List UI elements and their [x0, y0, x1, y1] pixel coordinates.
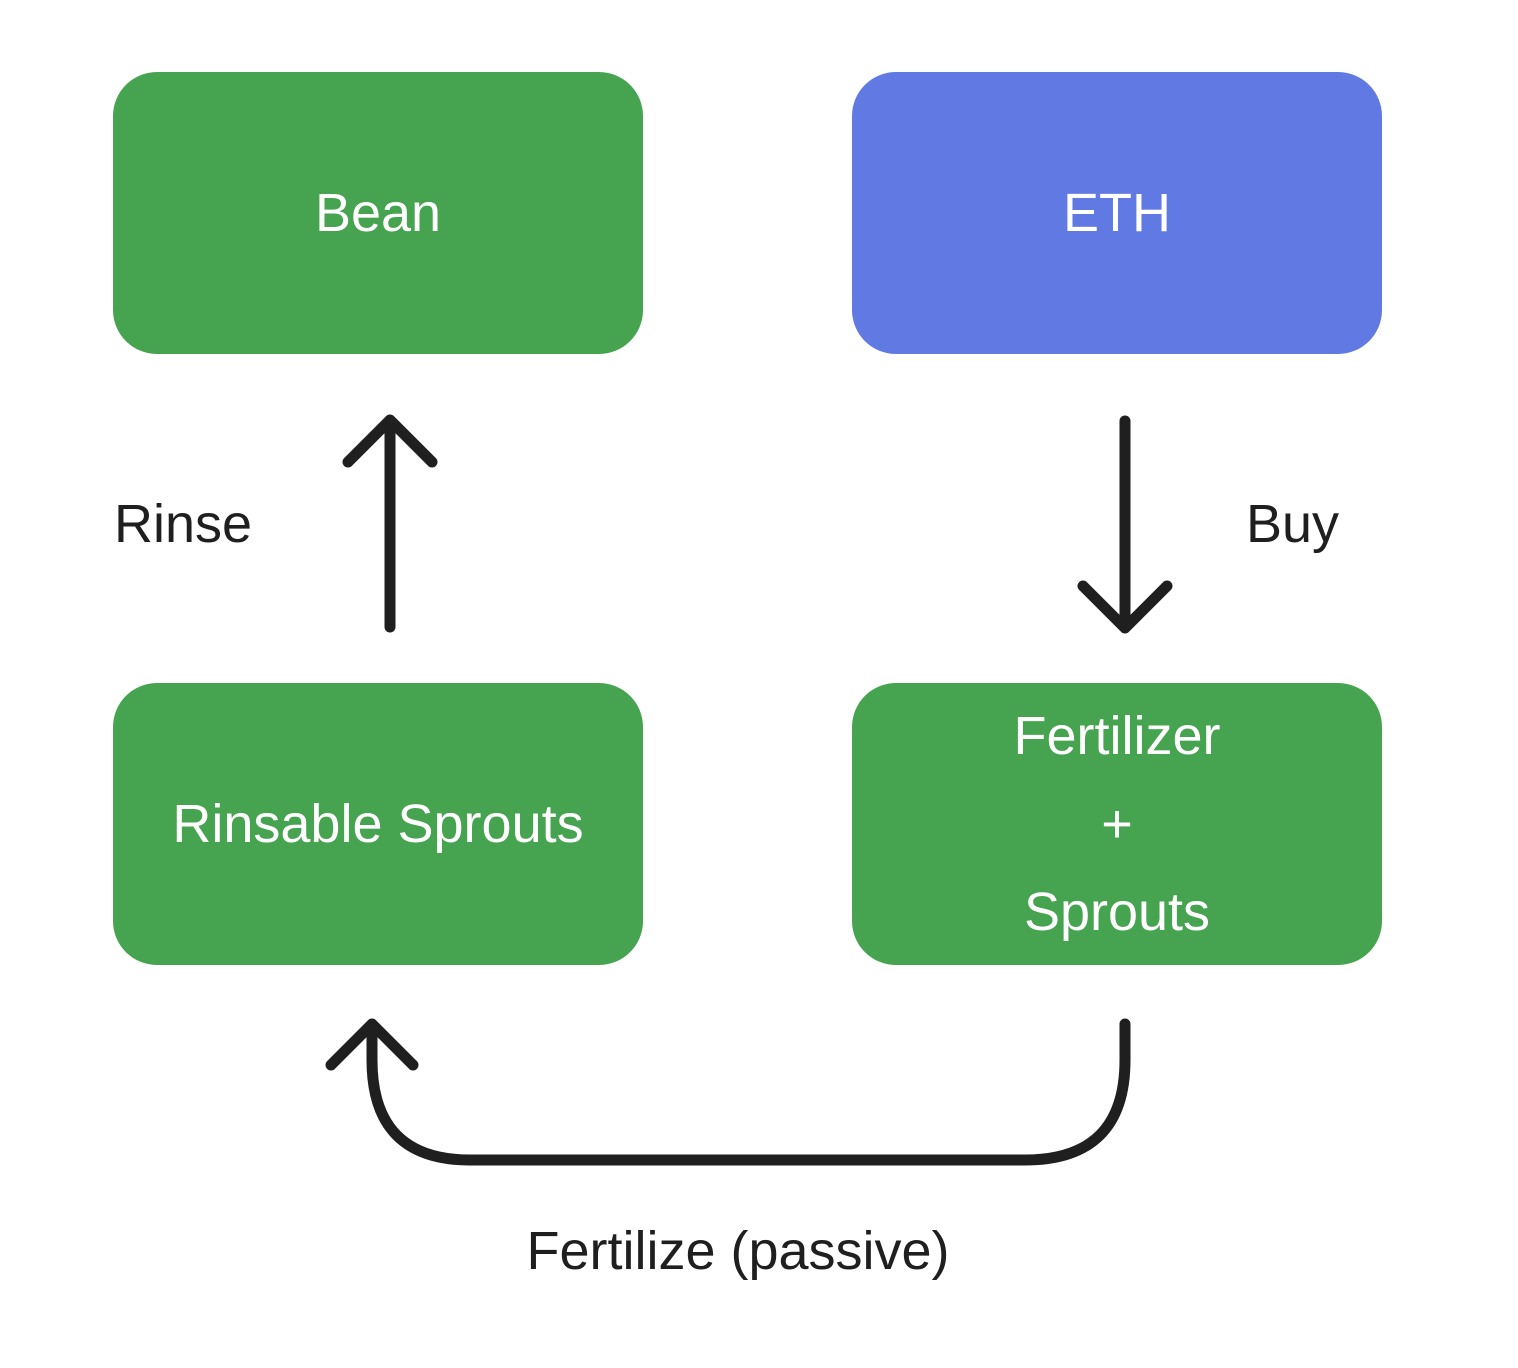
edge-label-fertilize: Fertilize (passive): [526, 1221, 950, 1281]
node-bean-label: Bean: [314, 183, 442, 243]
fertilize-arrow-shaft: [366, 1018, 1131, 1166]
buy-arrow-head: [1077, 580, 1173, 634]
rinse-arrow: [342, 414, 438, 633]
node-bean: Bean: [113, 72, 643, 354]
node-sprouts-label: Sprouts: [1023, 882, 1211, 942]
node-eth-label: ETH: [1063, 183, 1171, 243]
node-rinsable-sprouts: Rinsable Sprouts: [113, 683, 643, 965]
edge-label-rinse: Rinse: [114, 494, 253, 554]
node-eth: ETH: [852, 72, 1382, 354]
fertilize-arrow-head: [325, 1018, 419, 1071]
node-rinsable-sprouts-label: Rinsable Sprouts: [172, 794, 584, 854]
fertilize-arrow: [325, 1018, 1131, 1166]
node-fertilizer-label: Fertilizer: [1013, 706, 1221, 766]
buy-arrow: [1077, 415, 1173, 634]
node-plus-label: +: [1101, 794, 1133, 854]
edge-label-buy: Buy: [1246, 494, 1340, 554]
rinse-arrow-head: [342, 414, 438, 468]
node-fertilizer-sprouts: Fertilizer + Sprouts: [852, 683, 1382, 965]
